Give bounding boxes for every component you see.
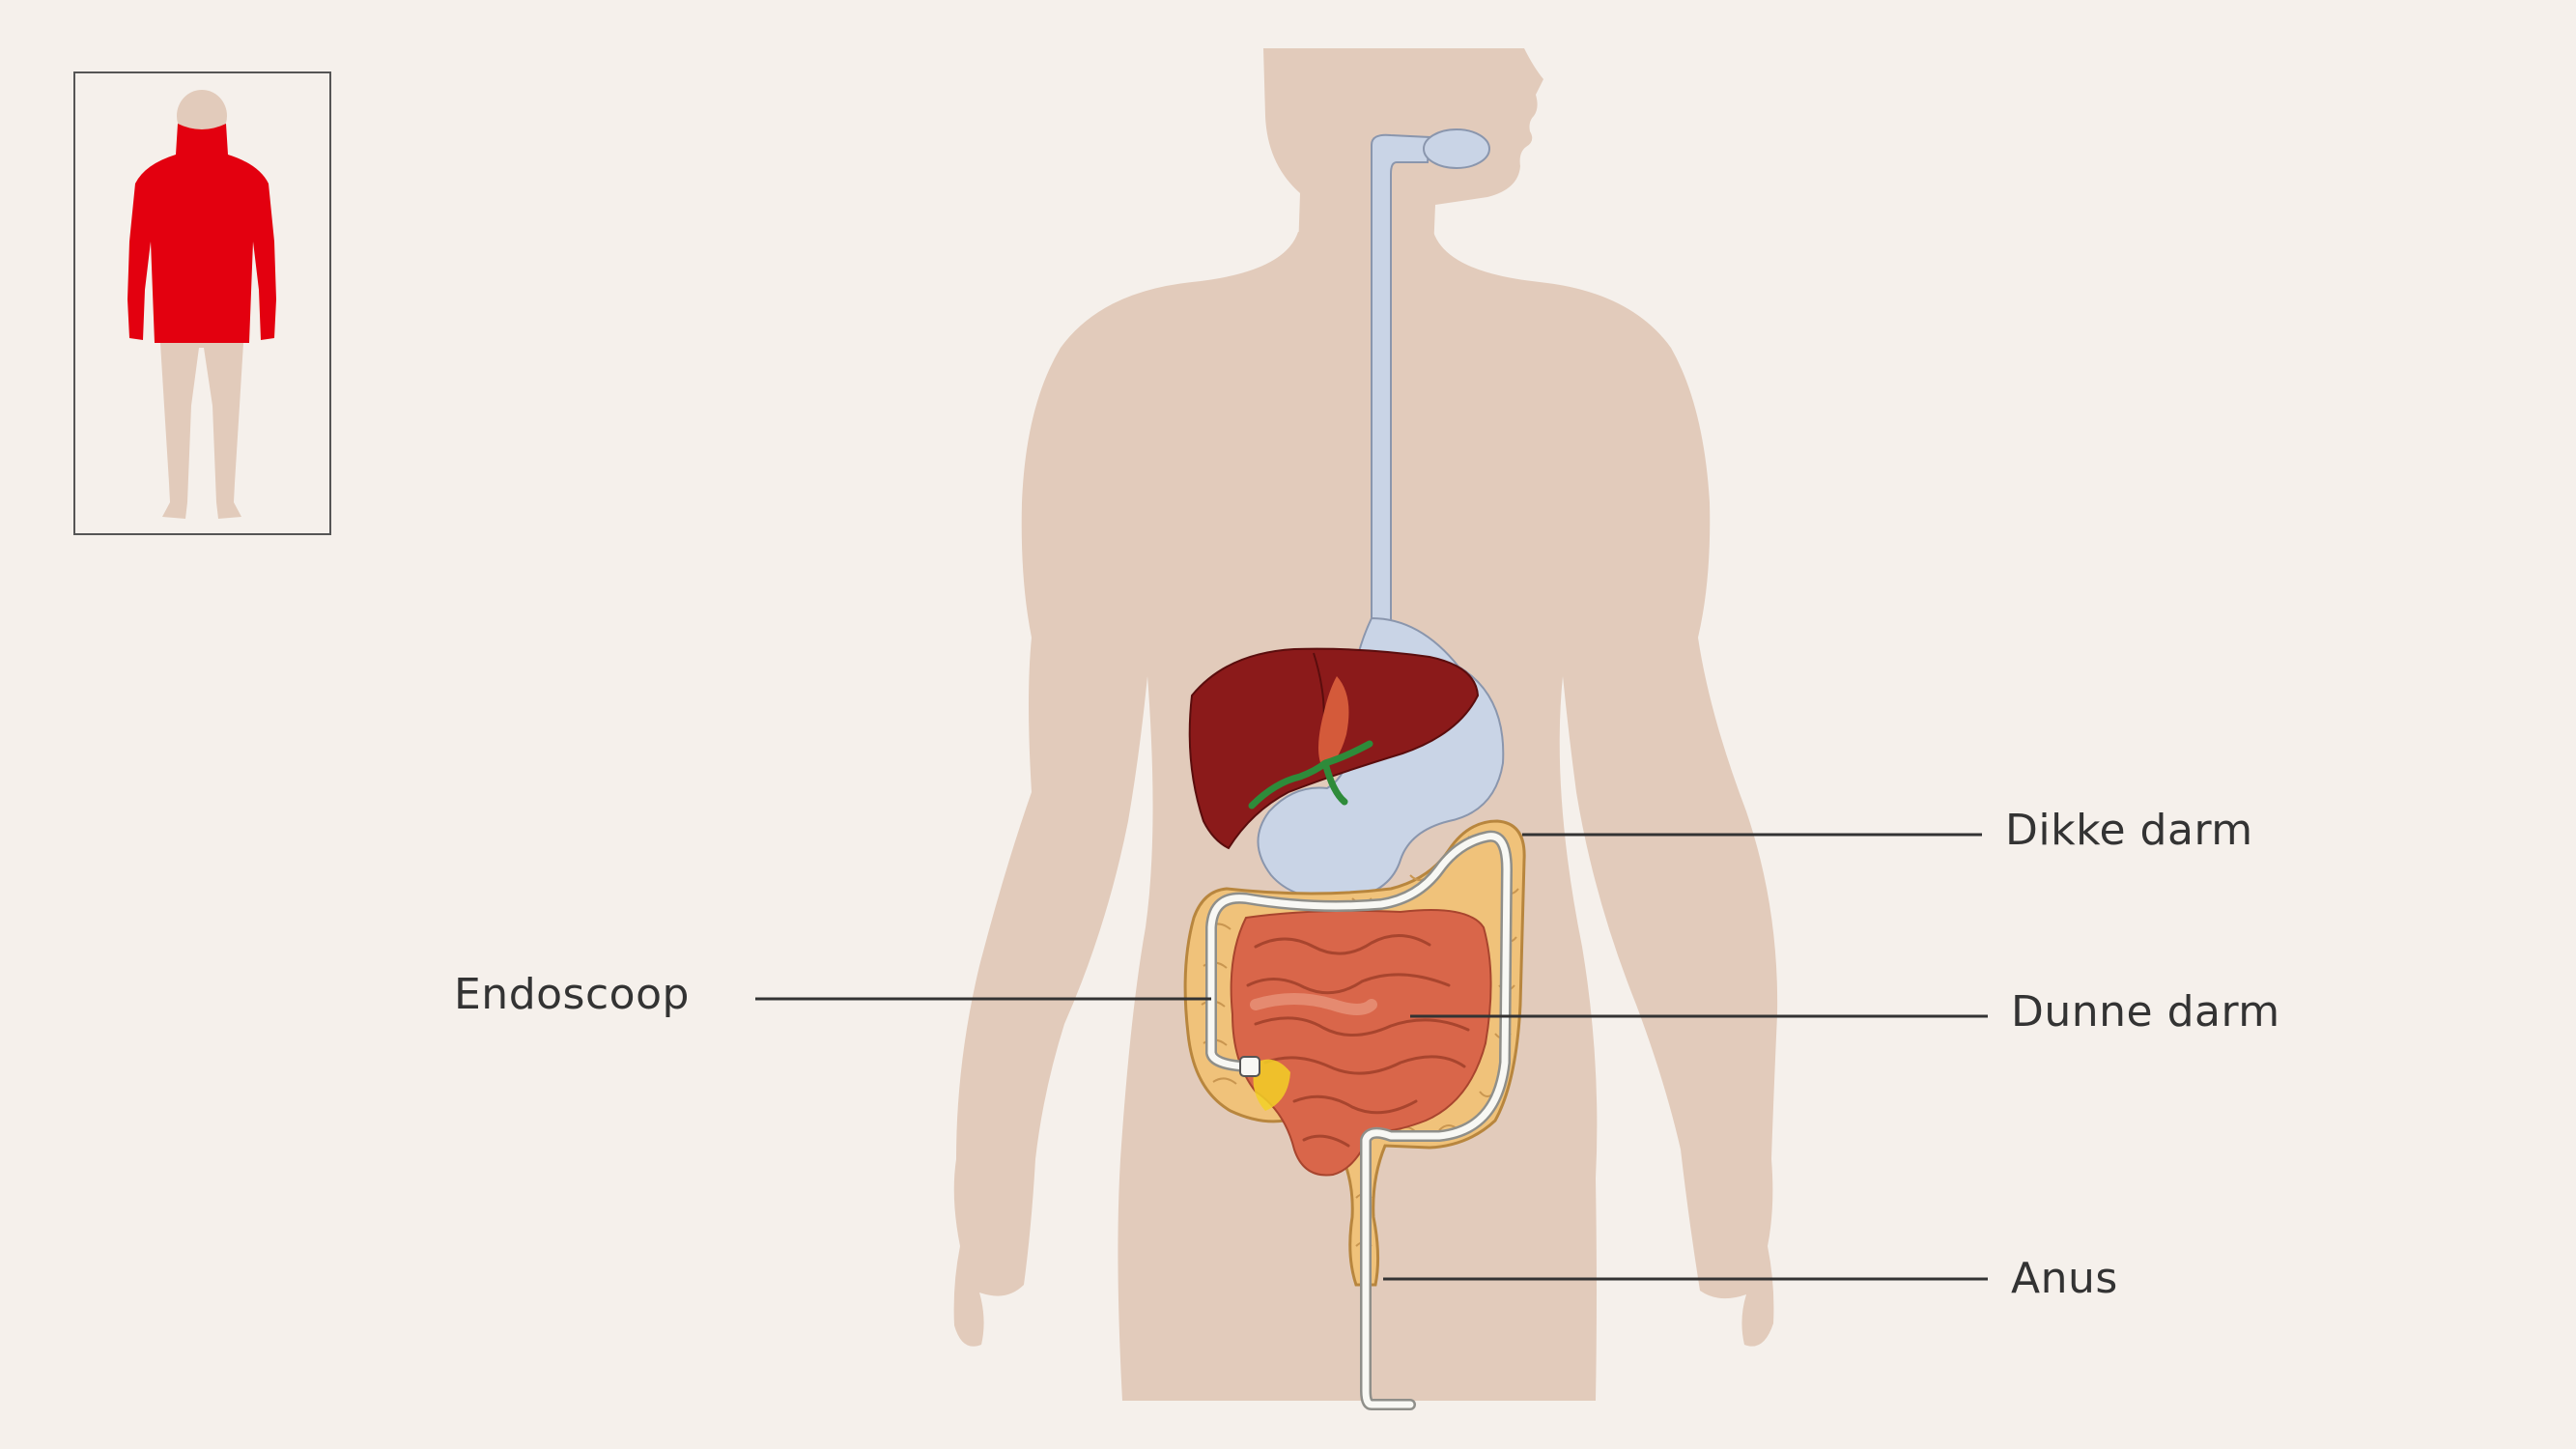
gallbladder — [1318, 676, 1349, 769]
body-locator-thumbnail — [73, 71, 331, 535]
label-dikke-darm: Dikke darm — [2005, 806, 2253, 855]
label-endoscoop: Endoscoop — [454, 970, 690, 1019]
esophagus — [1371, 128, 1490, 629]
thumbnail-highlight-torso — [127, 124, 276, 343]
bile-ducts — [1248, 740, 1373, 810]
digestive-system — [1183, 128, 1526, 1410]
endoscope-tip — [1239, 1056, 1260, 1077]
endoscope — [1205, 830, 1513, 1410]
label-anus: Anus — [2011, 1254, 2118, 1303]
leader-lines — [755, 833, 1988, 1281]
label-dunne-darm: Dunne darm — [2011, 987, 2280, 1037]
thumbnail-frame — [73, 71, 331, 535]
cecum-highlight — [1253, 1059, 1290, 1111]
mouth-cavity — [1423, 128, 1490, 169]
